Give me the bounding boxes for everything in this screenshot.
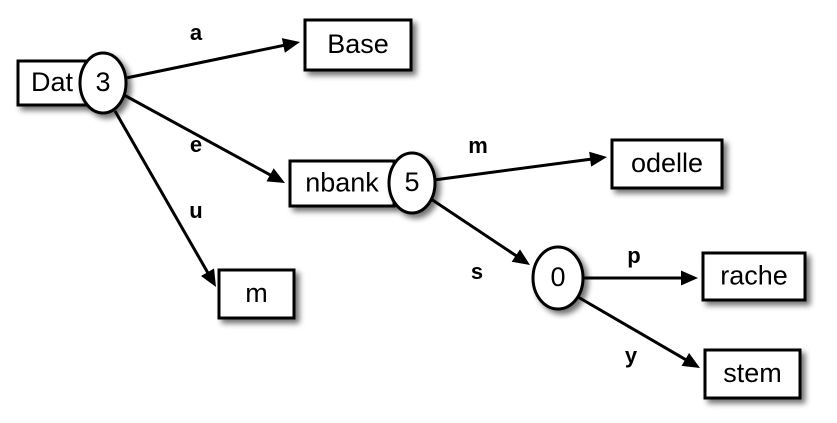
edge-line [113,110,210,275]
node-rect-shape [217,268,296,320]
edge-line [433,157,593,182]
node-base[interactable]: Base [303,18,413,72]
node-dat[interactable]: Dat [16,59,88,107]
edge-line [577,295,688,362]
edge-label: e [190,132,202,157]
node-label: 5 [404,167,419,197]
arrow-head-icon [511,249,530,265]
edge-p [583,270,698,286]
edge-line [123,93,273,178]
edge-line [430,197,519,258]
edge-a [125,38,300,80]
edge-m [433,151,607,182]
node-label: odelle [631,148,703,178]
edge-label: s [471,259,483,284]
node-label: rache [720,261,788,291]
node-m_box[interactable]: m [217,268,296,320]
node-ellipse-shape [531,245,585,311]
node-odelle[interactable]: odelle [610,138,724,190]
node-label: stem [723,358,782,388]
node-label: 0 [550,262,565,292]
edge-label: u [189,198,202,223]
arrow-head-icon [281,38,300,53]
edge-label: y [625,343,638,368]
node-rect-shape [16,59,88,107]
edge-label: p [627,243,640,268]
node-label: nbank [305,168,379,198]
node-rect-shape [610,138,724,190]
edges-layer [113,38,700,368]
edge-u [113,110,216,287]
node-zero[interactable]: 0 [531,245,585,311]
node-rect-shape [303,18,413,72]
node-rache[interactable]: rache [701,251,807,302]
arrow-head-icon [589,151,607,167]
node-three[interactable]: 3 [78,51,128,115]
node-label: m [245,278,268,308]
edge-e [123,93,285,183]
node-label: 3 [95,67,110,97]
node-label: Base [327,29,389,59]
node-nbank[interactable]: nbank [288,159,396,208]
node-ellipse-shape [78,51,128,115]
node-label: Dat [31,67,74,97]
arrow-head-icon [681,352,700,368]
edge-line [125,43,286,80]
edge-s [430,197,530,265]
node-ellipse-shape [387,151,437,215]
edge-label: m [468,133,488,158]
edge-label: a [190,20,203,45]
arrow-head-icon [266,168,285,183]
node-rect-shape [701,251,807,302]
node-five[interactable]: 5 [387,151,437,215]
arrow-head-icon [201,268,216,287]
nodes-layer: Dat 3 Base nbank 5 m odelle 0 rache stem [16,18,807,400]
edge-labels-layer: a e u m s p y [189,20,640,368]
node-stem[interactable]: stem [703,348,802,400]
node-rect-shape [703,348,802,400]
edge-y [577,295,700,368]
arrow-head-icon [681,270,698,286]
